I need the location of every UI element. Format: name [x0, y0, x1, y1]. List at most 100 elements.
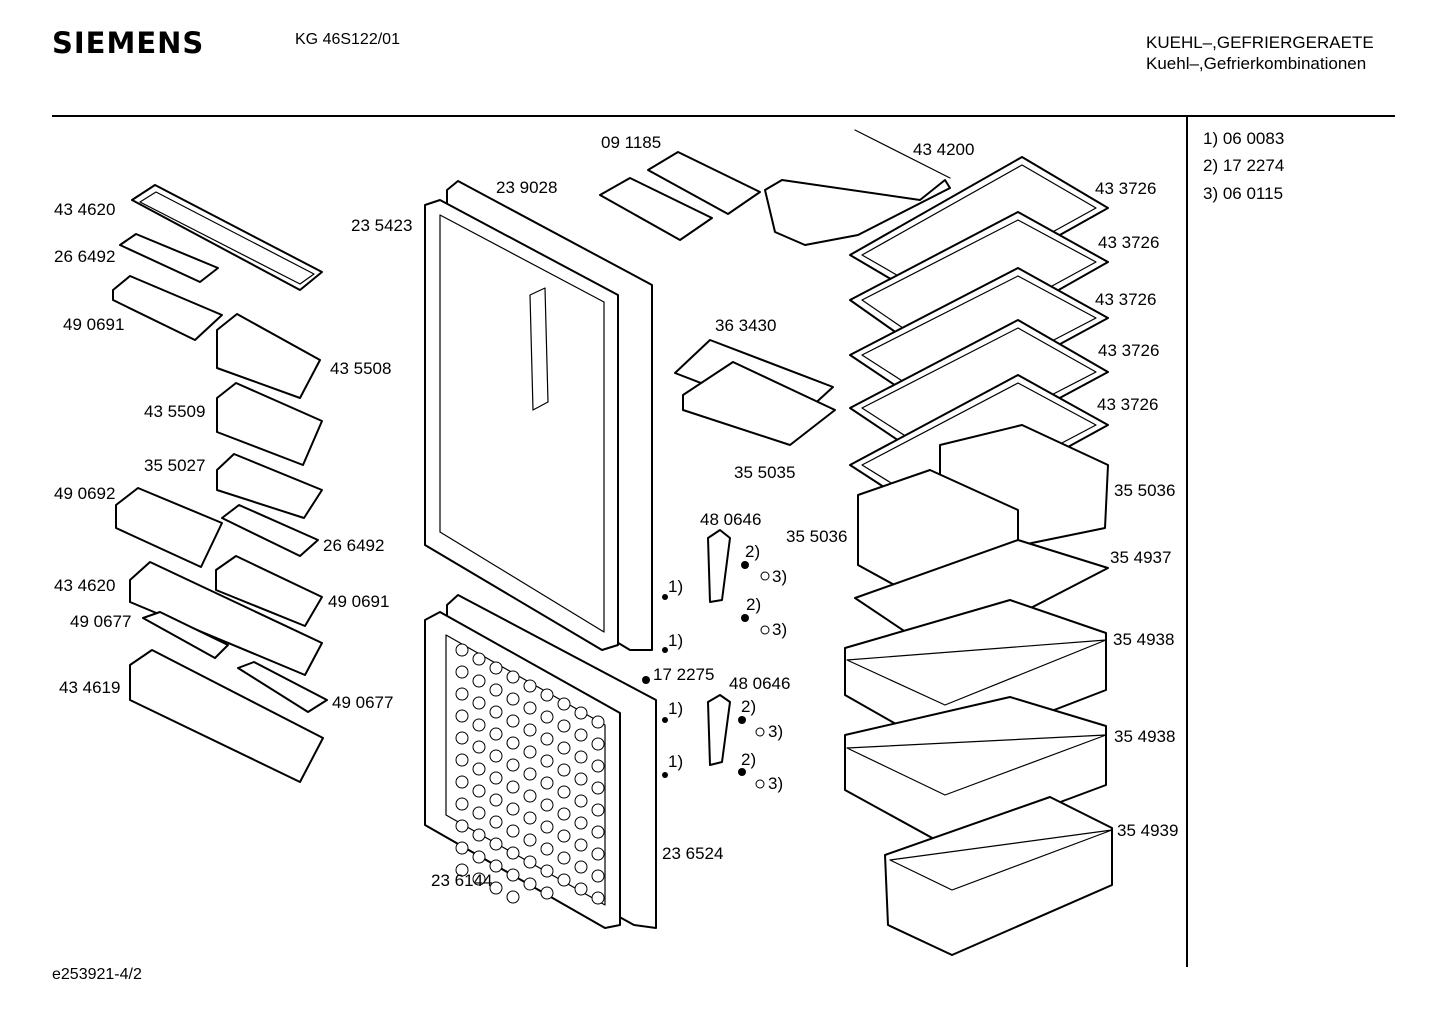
part-label: 43 3726	[1098, 341, 1160, 360]
pattern-dot	[506, 868, 520, 882]
pattern-dot	[574, 882, 588, 896]
part-label: 43 3726	[1098, 233, 1160, 252]
brand-logo: SIEMENS	[52, 26, 205, 60]
part-label: 23 5423	[351, 216, 413, 235]
ref-marker: 2)	[745, 542, 761, 561]
pattern-dot	[455, 643, 469, 657]
ref-marker: 1)	[668, 631, 684, 650]
pattern-dot	[557, 719, 571, 733]
part-label: 43 3726	[1095, 179, 1157, 198]
part-label: 35 4938	[1113, 630, 1175, 649]
pattern-dot	[557, 697, 571, 711]
pattern-dot	[489, 749, 503, 763]
part-label: 17 2275	[653, 665, 715, 684]
part-label: 48 0646	[729, 674, 791, 693]
pattern-dot	[540, 754, 554, 768]
legend-item-3: 3) 06 0115	[1203, 184, 1284, 203]
pattern-dot	[506, 670, 520, 684]
pattern-dot	[472, 740, 486, 754]
ref-marker: 2)	[741, 750, 757, 769]
pattern-dot	[506, 890, 520, 904]
pattern-dot	[591, 803, 605, 817]
pattern-dot	[489, 683, 503, 697]
pattern-dot	[506, 692, 520, 706]
pattern-dot	[506, 802, 520, 816]
pattern-dot	[472, 696, 486, 710]
pattern-dot	[557, 741, 571, 755]
part-label: 43 4200	[913, 140, 975, 159]
ice-trays	[599, 151, 761, 241]
part-label: 23 6144	[431, 871, 493, 890]
pattern-dot	[540, 886, 554, 900]
part-label: 49 0677	[70, 612, 132, 631]
pattern-dot	[540, 842, 554, 856]
pattern-dot	[506, 846, 520, 860]
pattern-dot	[455, 709, 469, 723]
pattern-dot	[489, 837, 503, 851]
pattern-dot	[540, 732, 554, 746]
pattern-dot	[523, 679, 537, 693]
pattern-dot	[540, 776, 554, 790]
pattern-dot	[455, 687, 469, 701]
pattern-dot	[557, 873, 571, 887]
bottle-rack	[764, 129, 951, 246]
category-subtitle: Kuehl–,Gefrierkombinationen	[1146, 54, 1367, 73]
pattern-dot	[472, 784, 486, 798]
pattern-dot	[574, 706, 588, 720]
ref-marker: 1)	[668, 699, 684, 718]
ref-marker: 1)	[668, 577, 684, 596]
part-label: 26 6492	[323, 536, 385, 555]
ref-marker: 2)	[746, 595, 762, 614]
pattern-dot	[591, 825, 605, 839]
pattern-dot	[591, 715, 605, 729]
pattern-dot	[574, 728, 588, 742]
pattern-dot	[455, 753, 469, 767]
part-label: 09 1185	[601, 133, 662, 152]
pattern-dot	[489, 705, 503, 719]
pattern-dot	[472, 718, 486, 732]
pattern-dot	[523, 811, 537, 825]
part-label: 43 5508	[330, 359, 392, 378]
pattern-dot	[506, 736, 520, 750]
door-shelves	[112, 184, 328, 783]
freezer-door-pattern	[455, 643, 605, 905]
pattern-dot	[557, 763, 571, 777]
pattern-dot	[523, 767, 537, 781]
pattern-dot	[523, 701, 537, 715]
pattern-dot	[489, 881, 503, 895]
pattern-dot	[523, 855, 537, 869]
part-label: 35 5036	[786, 527, 848, 546]
header-divider	[52, 115, 1395, 117]
part-label: 23 9028	[496, 178, 558, 197]
pattern-dot	[506, 780, 520, 794]
model-number: KG 46S122/01	[295, 31, 400, 48]
pattern-dot	[574, 794, 588, 808]
pattern-dot	[574, 816, 588, 830]
part-label: 43 4620	[54, 576, 116, 595]
pattern-dot	[557, 829, 571, 843]
pattern-dot	[523, 789, 537, 803]
pattern-dot	[523, 745, 537, 759]
pattern-dot	[472, 674, 486, 688]
small-drawer	[674, 339, 836, 446]
legend-item-1: 1) 06 0083	[1203, 129, 1285, 148]
part-label: 35 5027	[144, 456, 206, 475]
freezer-drawers	[844, 599, 1113, 956]
part-label: 49 0677	[332, 693, 394, 712]
pattern-dot	[489, 771, 503, 785]
pattern-dot	[523, 723, 537, 737]
pattern-dot	[455, 863, 469, 877]
part-label: 43 4619	[59, 678, 121, 697]
part-label: 36 3430	[715, 316, 777, 335]
ref-marker: 1)	[668, 752, 684, 771]
part-label: 49 0691	[328, 592, 390, 611]
legend-item-2: 2) 17 2274	[1203, 156, 1285, 175]
pattern-dot	[574, 772, 588, 786]
pattern-dot	[540, 688, 554, 702]
part-label: 43 4620	[54, 200, 116, 219]
pattern-dot	[591, 737, 605, 751]
legend-divider	[1186, 117, 1188, 967]
pattern-dot	[591, 759, 605, 773]
pattern-dot	[557, 807, 571, 821]
